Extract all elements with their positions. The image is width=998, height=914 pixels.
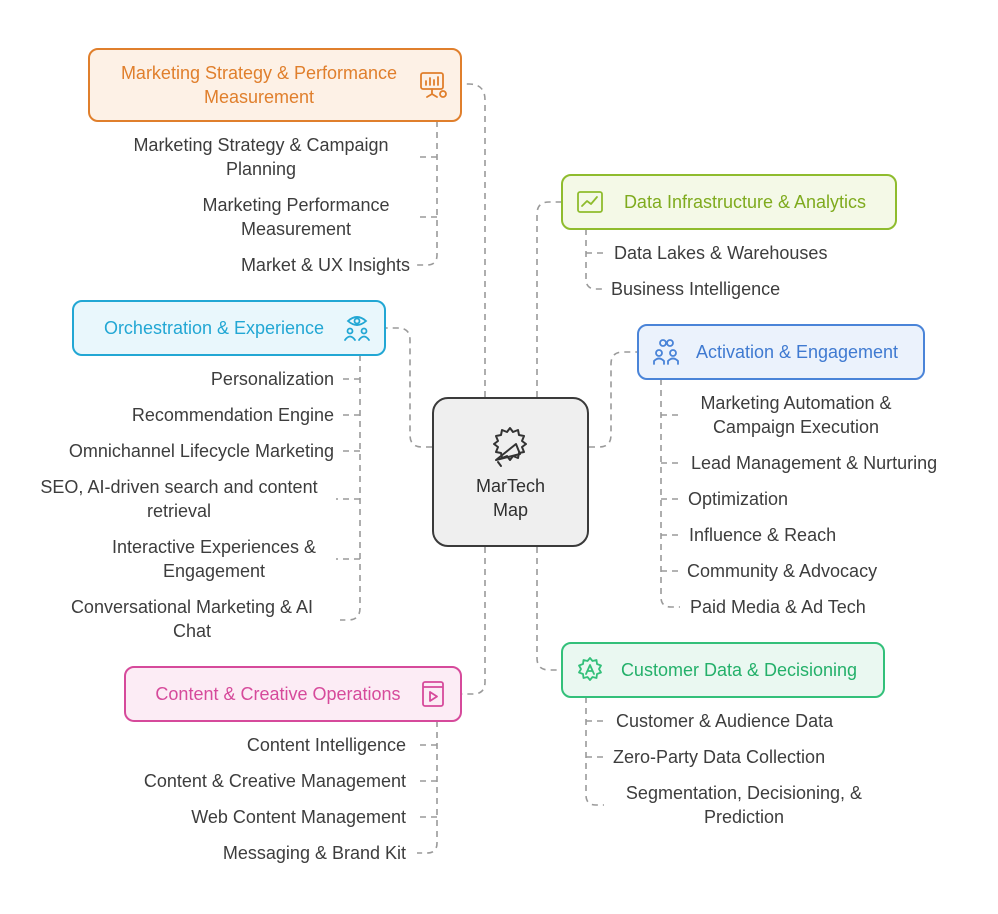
- strategy-item-1-line2: Planning: [225, 159, 297, 179]
- orchestration-item-3: Omnichannel Lifecycle Marketing: [68, 441, 334, 461]
- branch-customer: Customer Data & Decisioning: [561, 642, 885, 698]
- data-item-2: Business Intelligence: [611, 279, 781, 299]
- activation-item-2: Lead Management & Nurturing: [686, 453, 938, 473]
- connector-strategy: [462, 83, 486, 397]
- branch-strategy: Marketing Strategy & Performance Measure…: [88, 48, 462, 122]
- orchestration-item-6-line1: Conversational Marketing & AI: [70, 597, 314, 617]
- customer-item-1: Customer & Audience Data: [616, 711, 834, 731]
- content-item-1: Content Intelligence: [246, 735, 406, 755]
- customer-item-3-line1: Segmentation, Decisioning, &: [625, 783, 863, 803]
- branch-strategy-title-line2: Measurement: [203, 87, 315, 107]
- activation-item-4: Influence & Reach: [689, 525, 837, 545]
- connector-customer: [536, 547, 561, 671]
- orchestration-item-4-line2: retrieval: [146, 501, 212, 521]
- activation-item-3: Optimization: [688, 489, 789, 509]
- customer-item-3: Segmentation, Decisioning, & Prediction: [612, 781, 876, 829]
- media-library-icon: [416, 677, 450, 711]
- center-label-line1: MarTech: [475, 476, 546, 496]
- strategy-item-2-line1: Marketing Performance: [202, 195, 390, 215]
- orchestration-item-5-line2: Engagement: [162, 561, 266, 581]
- activation-item-5: Community & Advocacy: [687, 561, 878, 581]
- content-item-2: Content & Creative Management: [143, 771, 406, 791]
- branch-strategy-title-line1: Marketing Strategy & Performance: [120, 63, 398, 83]
- branch-orchestration-title: Orchestration & Experience: [103, 318, 325, 338]
- branch-activation: Activation & Engagement: [637, 324, 925, 380]
- orchestration-item-4-line1: SEO, AI-driven search and content: [40, 477, 318, 497]
- content-item-3: Web Content Management: [191, 807, 406, 827]
- connector-content: [462, 547, 486, 695]
- center-label: MarTech Map: [476, 474, 545, 522]
- gear-target-icon: [573, 653, 607, 687]
- strategy-item-1-line1: Marketing Strategy & Campaign: [133, 135, 389, 155]
- data-item-1: Data Lakes & Warehouses: [614, 243, 828, 263]
- megaphone-icon: [492, 427, 527, 467]
- line-chart-icon: [573, 185, 607, 219]
- activation-item-1-line2: Campaign Execution: [712, 417, 880, 437]
- presentation-chart-icon: [416, 68, 450, 102]
- orchestration-item-4: SEO, AI-driven search and content retrie…: [24, 475, 334, 523]
- orchestration-item-6: Conversational Marketing & AI Chat: [50, 595, 334, 643]
- branch-content: Content & Creative Operations: [124, 666, 462, 722]
- activation-item-1: Marketing Automation & Campaign Executio…: [684, 391, 908, 439]
- connector-activation: [589, 351, 637, 448]
- center-label-line2: Map: [492, 500, 528, 520]
- activation-item-1-line1: Marketing Automation &: [700, 393, 892, 413]
- branch-customer-title: Customer Data & Decisioning: [620, 660, 858, 680]
- strategy-item-1: Marketing Strategy & Campaign Planning: [116, 133, 406, 181]
- branch-data-title: Data Infrastructure & Analytics: [623, 192, 867, 212]
- orchestration-item-6-line2: Chat: [172, 621, 212, 641]
- orchestration-item-5: Interactive Experiences & Engagement: [94, 535, 334, 583]
- orchestration-item-2: Recommendation Engine: [131, 405, 334, 425]
- customer-item-2: Zero-Party Data Collection: [613, 747, 826, 767]
- activation-item-6: Paid Media & Ad Tech: [690, 597, 866, 617]
- branch-data: Data Infrastructure & Analytics: [561, 174, 897, 230]
- strategy-item-2-line2: Measurement: [240, 219, 352, 239]
- eye-users-icon: [340, 311, 374, 345]
- strategy-item-2: Marketing Performance Measurement: [186, 193, 406, 241]
- branch-activation-title: Activation & Engagement: [695, 342, 899, 362]
- customer-item-3-line2: Prediction: [703, 807, 785, 827]
- orchestration-item-5-line1: Interactive Experiences &: [111, 537, 317, 557]
- branch-content-title: Content & Creative Operations: [155, 684, 401, 704]
- center-node: MarTech Map: [432, 397, 589, 547]
- connector-data: [536, 201, 561, 397]
- branch-strategy-title: Marketing Strategy & Performance Measure…: [102, 61, 416, 109]
- strategy-item-3: Market & UX Insights: [240, 255, 410, 275]
- orchestration-item-1: Personalization: [210, 369, 334, 389]
- branch-orchestration: Orchestration & Experience: [72, 300, 386, 356]
- connector-orchestration: [386, 327, 432, 448]
- content-item-4: Messaging & Brand Kit: [222, 843, 406, 863]
- team-icon: [649, 335, 683, 369]
